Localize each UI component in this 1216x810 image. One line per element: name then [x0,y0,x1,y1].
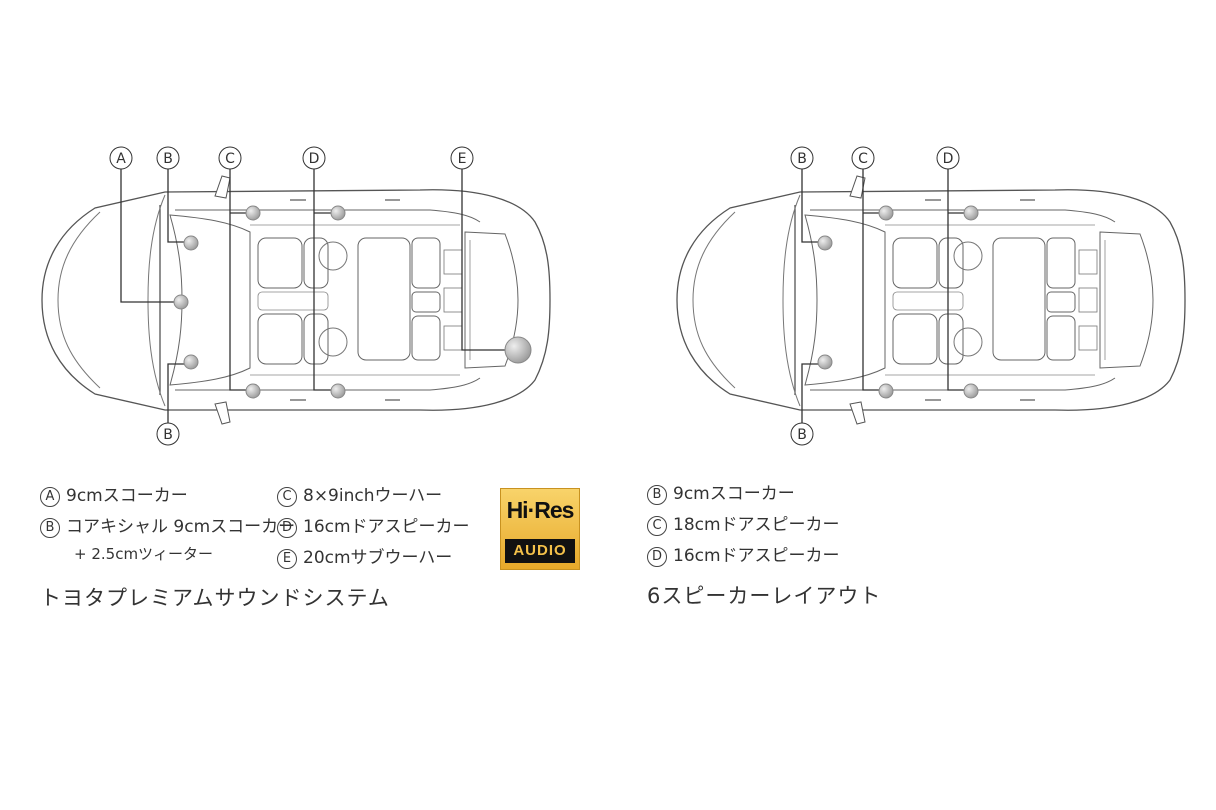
logo-bottom-text: AUDIO [505,539,575,563]
speaker-c-bottom-right [878,383,894,399]
speaker-b-bottom [183,354,199,370]
legend-item-a: A 9cmスコーカー [40,481,295,512]
leader-lines-right [801,168,970,424]
marker-b-bottom: B [163,427,173,443]
speakers-right [817,205,979,399]
legend-text: 16cmドアスピーカー [673,546,840,566]
right-caption: 6スピーカーレイアウト [647,584,882,608]
legend-item-b-right: B 9cmスコーカー [647,479,840,510]
marker-c-right: C [858,151,868,167]
speaker-d-bottom [330,383,346,399]
legend-text: コアキシャル 9cmスコーカー [66,517,296,537]
legend-letter: A [40,486,60,507]
car-outline [41,175,551,425]
legend-text: 16cmドアスピーカー [303,517,470,537]
speaker-a [173,294,189,310]
speaker-d-bottom-right [963,383,979,399]
marker-d-right: D [943,151,954,167]
legend-item-e: E 20cmサブウーハー [277,543,470,574]
speakers [173,205,532,399]
legend-text: 9cmスコーカー [66,486,188,506]
speaker-e [504,336,532,364]
legend-letter: E [277,548,297,569]
marker-d: D [309,151,320,167]
leader-lines [120,168,515,424]
marker-b-top: B [163,151,173,167]
speaker-c-bottom [245,383,261,399]
marker-c: C [225,151,235,167]
legend-letter: D [647,546,667,567]
legend-letter: C [277,486,297,507]
hi-res-audio-logo: Hi·Res AUDIO [500,488,580,570]
legend-letter: C [647,515,667,536]
marker-b-bottom-right: B [797,427,807,443]
left-legend-col2: C 8×9inchウーハー D 16cmドアスピーカー E 20cmサブウーハー [277,481,470,574]
legend-letter: D [277,517,297,538]
speaker-d-top [330,205,346,221]
legend-item-d: D 16cmドアスピーカー [277,512,470,543]
speaker-c-top-right [878,205,894,221]
legend-text-sub: + 2.5cmツィーター [74,545,214,563]
car-outline-right [676,175,1186,425]
speaker-c-top [245,205,261,221]
marker-a: A [116,151,126,167]
right-car-diagram: B C D B [676,146,1186,446]
speaker-b-top-right [817,235,833,251]
legend-text: 18cmドアスピーカー [673,515,840,535]
speaker-d-top-right [963,205,979,221]
legend-letter: B [40,517,60,538]
legend-item-b: B コアキシャル 9cmスコーカー [40,512,295,543]
logo-top-text: Hi·Res [506,497,575,523]
speaker-b-bottom-right [817,354,833,370]
legend-text: 9cmスコーカー [673,484,795,504]
marker-e: E [458,151,467,167]
right-legend: B 9cmスコーカー C 18cmドアスピーカー D 16cmドアスピーカー [647,479,840,572]
legend-item-c: C 8×9inchウーハー [277,481,470,512]
left-caption: トヨタプレミアムサウンドシステム [40,586,390,610]
marker-b-top-right: B [797,151,807,167]
legend-letter: B [647,484,667,505]
legend-item-c-right: C 18cmドアスピーカー [647,510,840,541]
legend-item-d-right: D 16cmドアスピーカー [647,541,840,572]
speaker-b-top [183,235,199,251]
legend-text: 20cmサブウーハー [303,548,453,568]
legend-text: 8×9inchウーハー [303,486,443,506]
left-legend-col1: A 9cmスコーカー B コアキシャル 9cmスコーカー + 2.5cmツィータ… [40,481,295,569]
